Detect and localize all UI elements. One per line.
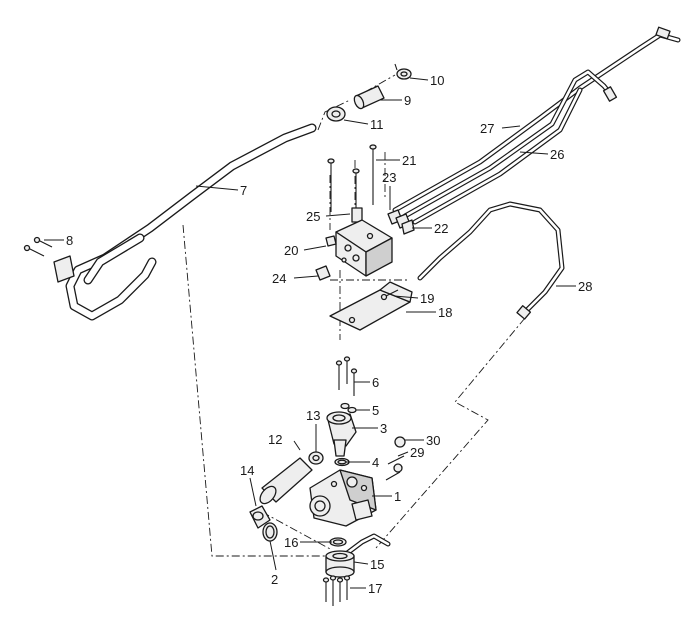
callout-27: 27 (480, 121, 494, 136)
part-8-bolts (23, 236, 53, 257)
part-16-oring (329, 537, 347, 547)
part-21-bolts (327, 144, 377, 218)
part-29-fittings (385, 455, 405, 481)
part-5-washers (340, 402, 357, 414)
callout-25: 25 (306, 209, 320, 224)
callout-29: 29 (410, 445, 424, 460)
callout-labels: 1 2 3 4 5 6 7 8 9 10 11 12 13 14 15 16 1… (66, 73, 592, 596)
part-22-fittings (401, 219, 415, 235)
part-7-return-tube (53, 123, 317, 321)
callout-2: 2 (271, 572, 278, 587)
part-6-bolts (335, 356, 358, 396)
part-30-plugs (393, 436, 406, 473)
callout-26: 26 (550, 147, 564, 162)
part-19-bolts (380, 289, 399, 301)
callout-10: 10 (430, 73, 444, 88)
part-24-fitting (315, 265, 331, 281)
callout-6: 6 (372, 375, 379, 390)
part-17-bolts (322, 575, 351, 606)
callout-12: 12 (268, 432, 282, 447)
part-4-oring (334, 457, 350, 467)
callout-13: 13 (306, 408, 320, 423)
callout-4: 4 (372, 455, 379, 470)
callout-24: 24 (272, 271, 286, 286)
part-25-fitting (351, 207, 363, 223)
callout-22: 22 (434, 221, 448, 236)
callout-28: 28 (578, 279, 592, 294)
part-20-valve-block (325, 219, 393, 277)
callout-16: 16 (284, 535, 298, 550)
callout-8: 8 (66, 233, 73, 248)
callout-20: 20 (284, 243, 298, 258)
part-26-27-pressure-lines (392, 26, 681, 225)
callout-9: 9 (404, 93, 411, 108)
callout-1: 1 (394, 489, 401, 504)
callout-23: 23 (382, 170, 396, 185)
part-14-clamp (249, 505, 271, 529)
part-18-bracket (329, 281, 413, 331)
part-3-elbow (326, 411, 357, 457)
callout-5: 5 (372, 403, 379, 418)
part-11-clamp (326, 106, 346, 122)
assembly-lines (182, 74, 526, 557)
callout-14: 14 (240, 463, 254, 478)
callout-3: 3 (380, 421, 387, 436)
part-2-oring (262, 522, 278, 542)
callout-17: 17 (368, 581, 382, 596)
part-28-hose (417, 201, 565, 320)
part-15-adapter (325, 533, 391, 578)
part-12-hose (259, 457, 313, 505)
callout-30: 30 (426, 433, 440, 448)
callout-19: 19 (420, 291, 434, 306)
leader-lines (44, 77, 576, 589)
part-10-clamp (394, 63, 412, 80)
part-13-clamp (308, 451, 324, 465)
callout-15: 15 (370, 557, 384, 572)
callout-18: 18 (438, 305, 452, 320)
part-9-hose (353, 85, 385, 110)
callout-11: 11 (370, 117, 384, 132)
part-1-pump (309, 469, 377, 527)
callout-7: 7 (240, 183, 247, 198)
callout-21: 21 (402, 153, 416, 168)
